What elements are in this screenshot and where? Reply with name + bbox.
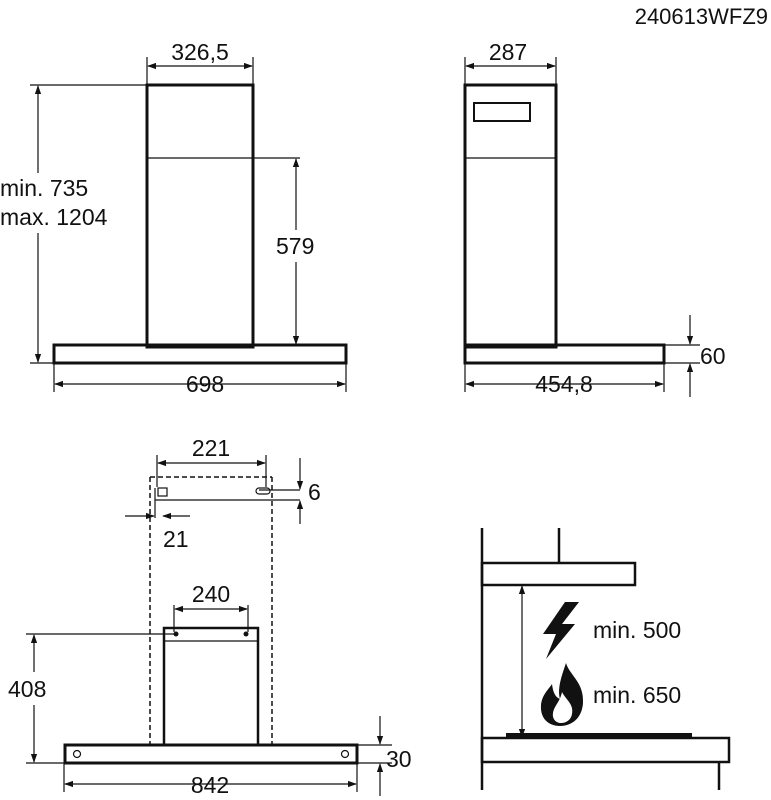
bracket-span-label: 221 bbox=[192, 435, 230, 461]
lightning-bolt-icon bbox=[543, 602, 579, 659]
side-canopy bbox=[463, 343, 666, 365]
height-min-label: min. 735 bbox=[0, 175, 88, 201]
hob bbox=[506, 733, 692, 739]
gas-hob-clearance-label: min. 650 bbox=[593, 682, 681, 708]
hood-fixing-hole bbox=[72, 749, 82, 759]
duct-screw bbox=[243, 631, 249, 637]
clearance-view: min. 500 min. 650 bbox=[480, 528, 731, 790]
electric-hob-clearance-label: min. 500 bbox=[593, 617, 681, 643]
hood-thickness-label: 30 bbox=[386, 746, 412, 772]
bracket-slot bbox=[255, 487, 271, 495]
clearance-hood bbox=[480, 561, 637, 587]
flame-inner bbox=[552, 692, 573, 723]
mounting-plan: 221 6 21 240 408 30 bbox=[8, 435, 412, 798]
duct-width-label: 240 bbox=[192, 581, 230, 607]
front-canopy bbox=[52, 343, 348, 365]
chimney-width-label: 326,5 bbox=[171, 39, 229, 65]
counter-top bbox=[480, 736, 731, 764]
front-chimney bbox=[145, 83, 255, 349]
hood-body bbox=[63, 743, 359, 765]
bracket-hole-height-label: 6 bbox=[308, 479, 321, 505]
canopy-thickness-label: 60 bbox=[700, 343, 726, 369]
duct-height-label: 408 bbox=[8, 676, 46, 702]
chimney-depth-label: 287 bbox=[489, 39, 527, 65]
bracket-offset-label: 21 bbox=[163, 526, 189, 552]
hood-fixing-hole bbox=[340, 749, 350, 759]
reference-code: 240613WFZ9 bbox=[635, 4, 768, 29]
height-max-label: max. 1204 bbox=[0, 204, 108, 230]
duct-body bbox=[162, 626, 260, 747]
side-chimney bbox=[463, 83, 558, 349]
front-view: 326,5 min. 735 max. 1204 579 698 bbox=[0, 39, 348, 397]
canopy-depth-label: 454,8 bbox=[535, 371, 593, 397]
side-vent-slot bbox=[473, 102, 531, 122]
side-view: 287 60 454,8 bbox=[463, 39, 726, 397]
canopy-width-label: 698 bbox=[186, 371, 224, 397]
bracket-hole bbox=[157, 487, 168, 497]
hood-width-label: 842 bbox=[191, 772, 229, 798]
upper-chimney-height-label: 579 bbox=[276, 233, 314, 259]
